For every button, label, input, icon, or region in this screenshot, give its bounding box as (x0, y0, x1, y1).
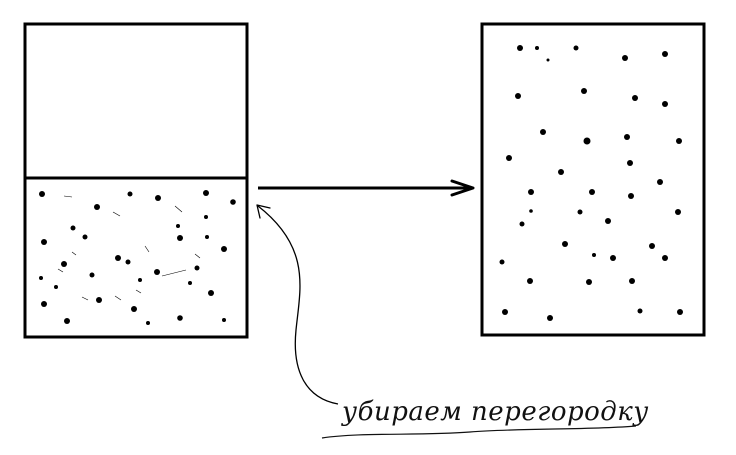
gas-particle (529, 209, 533, 213)
gas-particle (662, 51, 668, 57)
gas-particle (629, 278, 635, 284)
gas-particle (89, 272, 95, 278)
gas-particle (94, 204, 100, 210)
particle-trail (161, 269, 187, 277)
gas-particle (41, 239, 47, 245)
gas-particle (115, 255, 121, 261)
gas-particle (39, 191, 45, 197)
gas-particle (203, 190, 209, 196)
gas-particle (662, 255, 668, 261)
particle-trail (194, 253, 201, 259)
gas-particle (662, 101, 668, 107)
gas-particle (589, 189, 595, 195)
particle-trail (135, 289, 142, 294)
gas-particle (632, 95, 638, 101)
gas-particle (54, 285, 58, 289)
gas-particle (146, 321, 150, 325)
curved-arrow-icon (256, 204, 339, 405)
gas-particle (610, 255, 616, 261)
gas-particle (547, 315, 553, 321)
particle-trail (174, 205, 183, 213)
gas-particle (581, 88, 587, 94)
gas-particle (502, 309, 508, 315)
gas-particle (221, 246, 227, 252)
gas-particle (131, 306, 137, 312)
gas-particle (188, 281, 192, 285)
gas-particle (624, 134, 630, 140)
left-container-box (23, 22, 249, 339)
gas-particle (138, 278, 142, 282)
gas-particle (125, 259, 131, 265)
gas-particle (177, 315, 183, 321)
gas-particle (675, 209, 681, 215)
gas-particle (605, 218, 611, 224)
particle-trail (57, 268, 64, 273)
gas-particle (519, 221, 525, 227)
gas-particle (586, 279, 592, 285)
gas-particle (517, 45, 523, 51)
left-gas-particles (39, 190, 236, 325)
particle-trail (114, 295, 122, 301)
particle-trail (81, 296, 89, 301)
particle-trail (63, 195, 73, 198)
gas-particle (528, 189, 534, 195)
gas-particle (41, 301, 47, 307)
gas-particle (176, 224, 180, 228)
gas-particle (70, 225, 76, 231)
gas-particle (222, 318, 226, 322)
gas-particle (657, 179, 663, 185)
gas-particle (540, 129, 546, 135)
caption-underline (321, 425, 637, 439)
gas-particle (177, 235, 183, 241)
gas-particle (592, 253, 596, 257)
gas-particle (573, 45, 579, 51)
gas-particle (628, 193, 634, 199)
gas-particle (208, 290, 214, 296)
gas-particle (546, 58, 550, 62)
gas-particle (204, 215, 208, 219)
gas-particle (562, 241, 568, 247)
gas-particle (535, 46, 539, 50)
right-gas-particles (499, 45, 683, 321)
particle-trail (144, 245, 150, 253)
gas-particle (506, 155, 512, 161)
right-container-box (480, 22, 706, 337)
gas-particle (96, 297, 102, 303)
caption-remove-partition: убираем перегородку (341, 397, 649, 427)
gas-particle (583, 137, 591, 145)
gas-particle (649, 243, 655, 249)
gas-particle (194, 265, 200, 271)
gas-particle (527, 278, 533, 284)
gas-particle (627, 160, 633, 166)
gas-particle (127, 191, 133, 197)
left-container (23, 22, 249, 339)
gas-particle (577, 209, 583, 215)
gas-particle (230, 199, 236, 205)
gas-particle (677, 309, 683, 315)
gas-particle (82, 234, 88, 240)
right-arrow-icon (258, 179, 475, 197)
gas-particle (39, 276, 43, 280)
particle-trail (71, 251, 77, 256)
gas-particle (622, 55, 628, 61)
gas-particle (64, 318, 70, 324)
gas-particle (515, 93, 521, 99)
gas-particle (205, 235, 209, 239)
gas-particle (637, 308, 643, 314)
right-container (480, 22, 706, 337)
gas-particle (499, 259, 505, 265)
particle-trail (112, 211, 121, 217)
gas-particle (558, 169, 564, 175)
gas-particle (155, 195, 161, 201)
gas-particle (61, 261, 67, 267)
gas-particle (676, 138, 682, 144)
gas-particle (154, 269, 160, 275)
